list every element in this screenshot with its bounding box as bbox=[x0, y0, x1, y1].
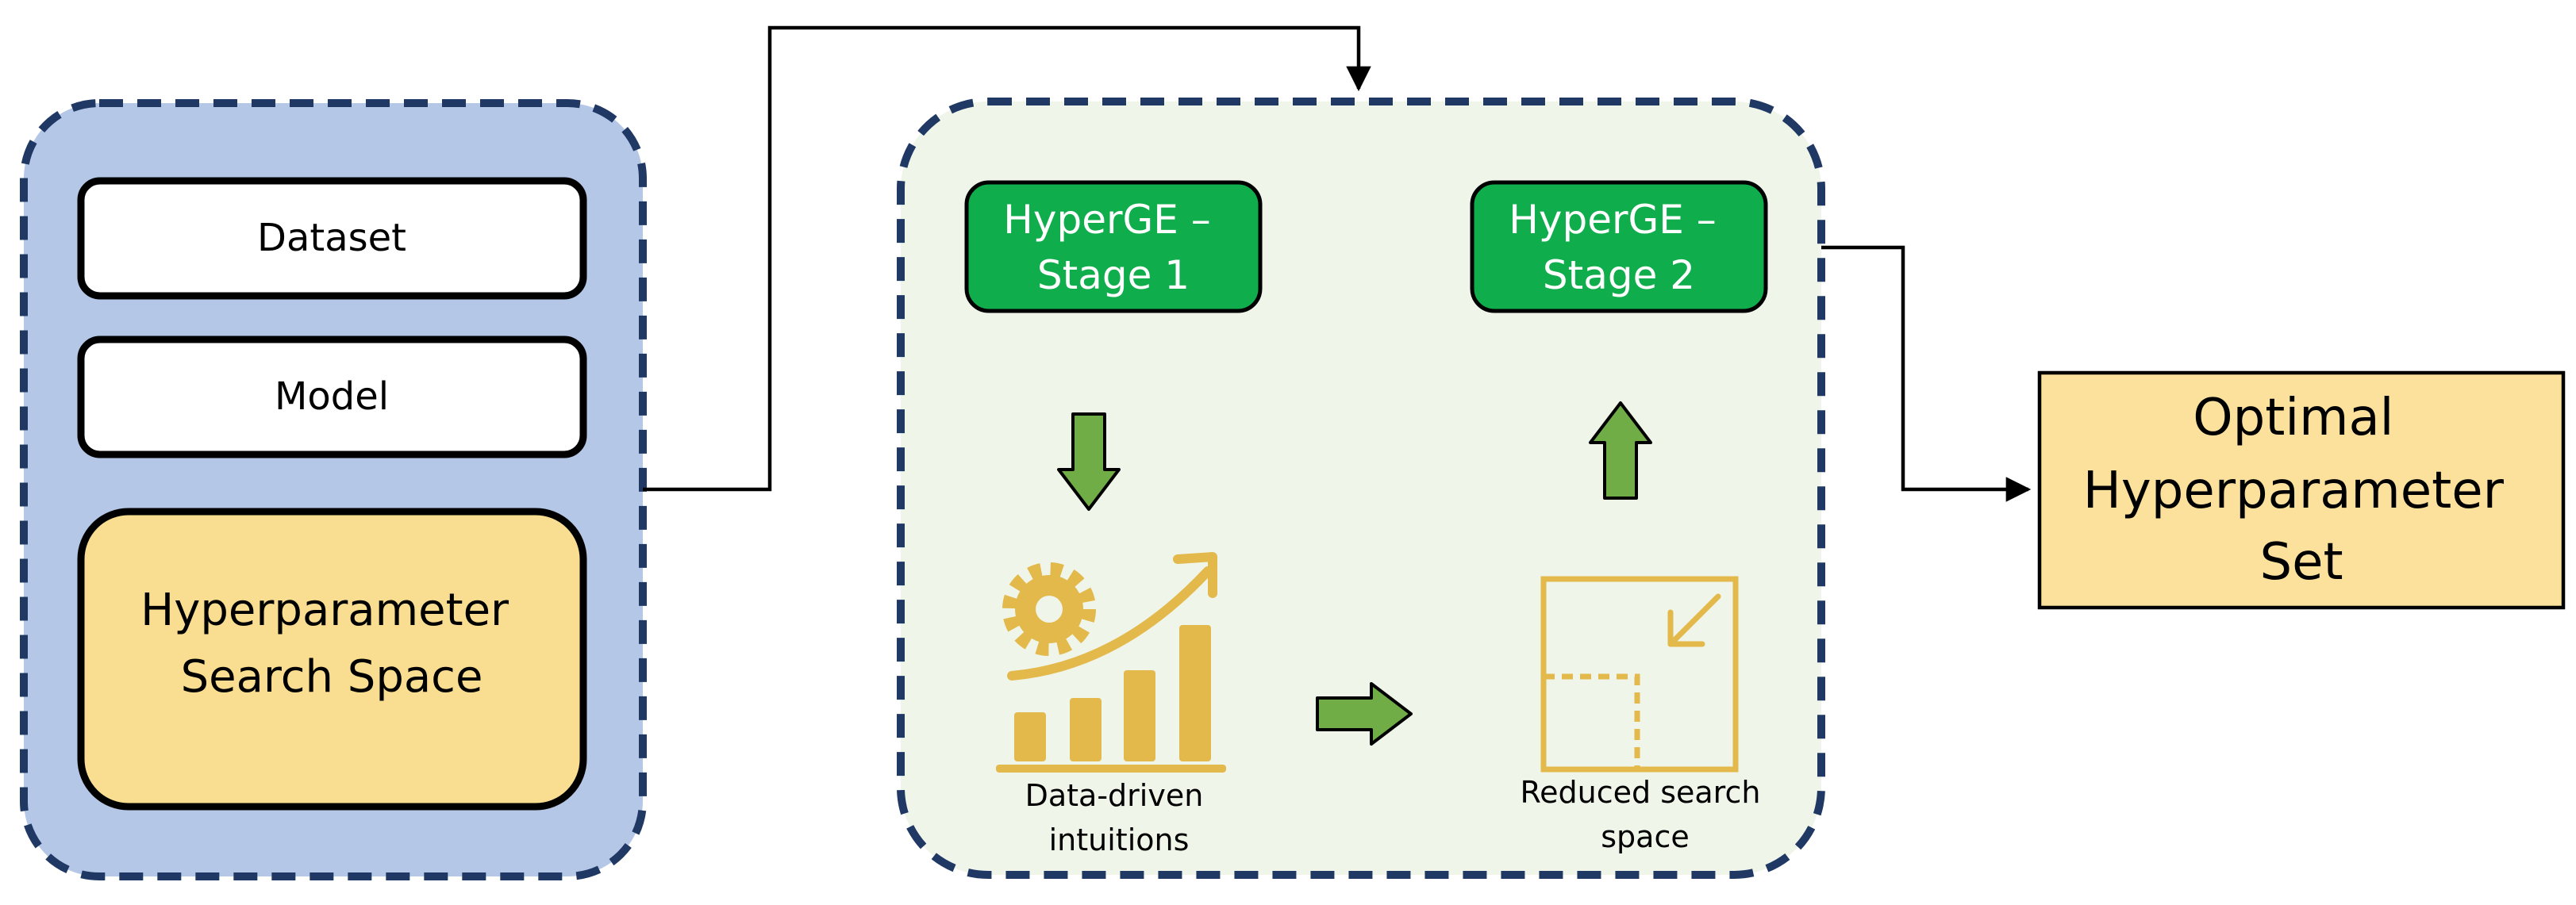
hyperge-stage1-box[interactable]: HyperGE – Stage 1 bbox=[964, 180, 1263, 313]
reduced-caption: Reduced search space bbox=[1520, 775, 1770, 854]
hyperge-stage2-box[interactable]: HyperGE – Stage 2 bbox=[1470, 180, 1768, 313]
chart-bar bbox=[1124, 670, 1155, 761]
arrow-down-icon bbox=[1057, 412, 1121, 511]
hyperge-panel: HyperGE – Stage 1 HyperGE – Stage 2 bbox=[897, 98, 1825, 879]
stage2-label: HyperGE – Stage 2 bbox=[1509, 197, 1728, 298]
optimal-hyperparameter-set-box[interactable]: Optimal Hyperparameter Set bbox=[2037, 370, 2566, 610]
growth-arrowhead bbox=[1173, 552, 1217, 598]
model-label: Model bbox=[275, 374, 389, 419]
input-to-process-connector bbox=[643, 25, 1371, 492]
shrink-square-icon bbox=[1540, 576, 1739, 773]
output-label: Optimal Hyperparameter Set bbox=[2083, 389, 2520, 592]
arrow-up-icon bbox=[1589, 401, 1652, 500]
dataset-box[interactable]: Dataset bbox=[77, 177, 587, 300]
input-panel: Dataset Model Hyperparameter Search Spac… bbox=[20, 99, 647, 880]
gear-growth-chart-icon bbox=[996, 552, 1226, 773]
search-space-label: Hyperparameter Search Space bbox=[140, 585, 523, 703]
growth-trend-line bbox=[1007, 566, 1213, 681]
gear-icon bbox=[1002, 562, 1096, 656]
chart-bar bbox=[1179, 625, 1211, 761]
chart-baseline bbox=[996, 765, 1226, 773]
intuitions-caption: Data-driven intuitions bbox=[1025, 778, 1213, 857]
dataset-label: Dataset bbox=[257, 216, 406, 260]
chart-bar bbox=[1070, 698, 1102, 761]
stage1-label: HyperGE – Stage 1 bbox=[1003, 197, 1223, 298]
arrow-right-icon bbox=[1316, 682, 1413, 746]
model-box[interactable]: Model bbox=[77, 336, 587, 458]
stage2-to-output-connector bbox=[1766, 245, 2032, 502]
search-space-box[interactable]: Hyperparameter Search Space bbox=[77, 508, 587, 811]
chart-bar bbox=[1014, 712, 1046, 761]
